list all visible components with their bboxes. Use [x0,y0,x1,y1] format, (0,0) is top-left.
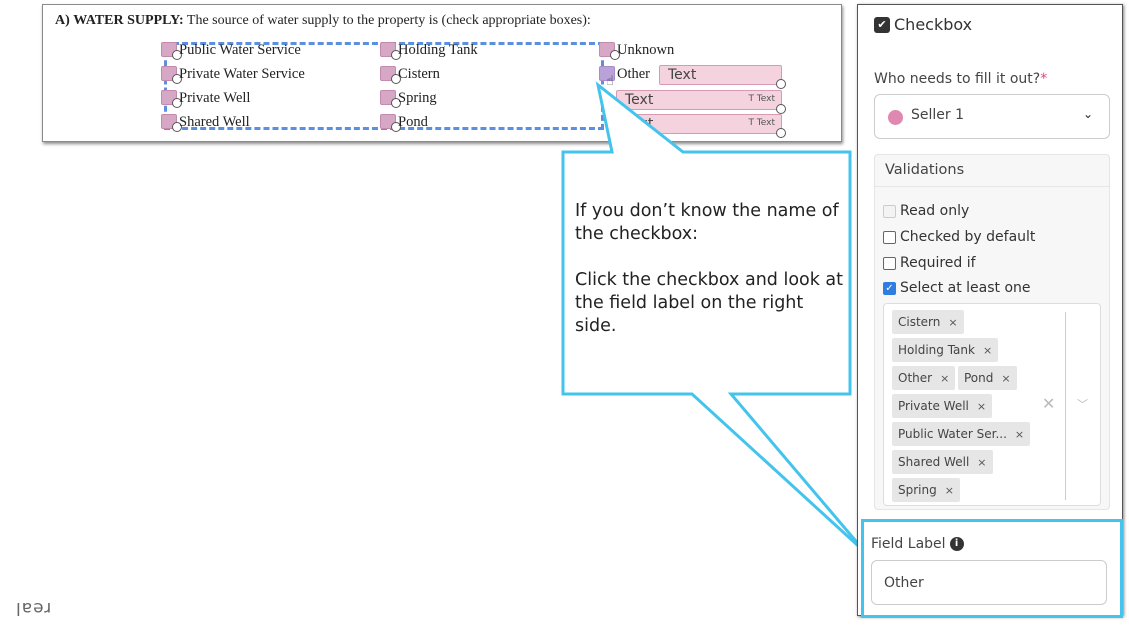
text-type-label: T Text [748,94,775,104]
tag-holding-tank: Holding Tank × [892,338,999,362]
info-icon[interactable]: i [949,537,964,551]
section-label: A) [55,13,70,28]
read-only-option[interactable]: Read only [883,203,969,219]
checkbox-label: Private Well [179,90,251,106]
required-marker: * [1040,71,1048,87]
group-multiselect[interactable]: Cistern × Holding Tank × Other × Pond × Priv… [883,303,1101,506]
resize-handle[interactable] [776,79,786,89]
tag-pond: Pond × [958,366,1017,390]
tag-label: Holding Tank [898,343,975,357]
field-label-input[interactable] [871,560,1107,605]
tag-spring: Spring × [892,478,960,502]
field-label-heading: Field Label i [871,536,964,552]
option-label: Read only [900,203,970,219]
document-excerpt: A) WATER SUPPLY: The source of water sup… [42,4,842,142]
callout-line-2: Click the checkbox and look at the field… [575,270,844,336]
resize-handle[interactable] [172,74,182,84]
remove-tag-icon[interactable]: × [976,400,987,413]
signer-label: Who needs to fill it out?* [874,71,1047,87]
tag-private-well: Private Well × [892,394,993,418]
resize-handle[interactable] [776,128,786,138]
tag-label: Public Water Ser... [898,427,1007,441]
hand-cursor-icon: ☝ [606,74,614,89]
tag-label: Spring [898,483,937,497]
divider [1065,312,1066,500]
resize-handle[interactable] [172,98,182,108]
callout-text: If you don’t know the name of the checkb… [575,200,845,361]
section-text: The source of water supply to the proper… [186,13,591,28]
remove-tag-icon[interactable]: × [977,456,987,469]
resize-handle[interactable] [776,104,786,114]
tag-shared-well: Shared Well × [892,450,993,474]
validations-section: Validations Read only Checked by default… [874,154,1110,510]
read-only-checkbox[interactable] [883,204,896,218]
remove-tag-icon[interactable]: × [1001,372,1011,385]
validations-heading: Validations [875,155,1109,187]
checkbox-label: Public Water Service [179,42,301,58]
checkbox-label: Pond [398,114,428,130]
field-label-text: Field Label [871,536,946,552]
text-field-value: Text [625,92,654,108]
resize-handle[interactable] [172,50,182,60]
tag-other: Other × [892,366,956,390]
select-at-least-one-option[interactable]: ✓ Select at least one [883,280,1031,296]
checked-by-default-option[interactable]: Checked by default [883,229,1035,245]
checkbox-box-selected[interactable] [599,66,615,81]
text-field-2[interactable]: Text T Text [616,90,782,110]
option-label: Select at least one [900,280,1031,296]
chevron-down-icon[interactable]: ﹀ [1077,398,1088,411]
resize-handle[interactable] [610,50,620,60]
checked-by-default-checkbox[interactable] [883,230,896,244]
resize-handle[interactable] [391,122,401,132]
section-heading: A) WATER SUPPLY: The source of water sup… [55,13,591,29]
tag-label: Cistern [898,315,941,329]
remove-tag-icon[interactable]: × [948,316,958,329]
tag-cistern: Cistern × [892,310,964,334]
option-label: Required if [900,255,976,271]
checkbox-label: Private Water Service [179,66,305,82]
tag-public-water-service: Public Water Ser... × [892,422,1031,446]
signer-name: Seller 1 [911,107,965,123]
resize-handle[interactable] [391,50,401,60]
checkbox-label: Unknown [617,42,675,58]
checkbox-icon: ✔ [874,16,890,33]
chevron-down-icon[interactable]: ⌄ [1082,107,1093,121]
field-settings-panel: ✔ Checkbox Who needs to fill it out?* Se… [857,4,1123,616]
panel-title-text: Checkbox [894,15,973,34]
panel-title: ✔ Checkbox [874,15,972,34]
text-field-other[interactable]: Text [659,65,782,85]
checkbox-label: Shared Well [179,114,250,130]
required-if-option[interactable]: Required if [883,255,976,271]
tag-label: Private Well [898,399,969,413]
clear-all-icon[interactable]: ✕ [1042,394,1056,413]
callout-line-1: If you don’t know the name of the checkb… [575,201,839,244]
tag-label: Other [898,371,933,385]
signer-label-text: Who needs to fill it out? [874,71,1041,87]
signer-select[interactable]: Seller 1 ⌄ [874,94,1110,139]
tag-label: Pond [964,371,994,385]
resize-handle[interactable] [172,122,182,132]
text-field-value: Text [625,116,654,132]
option-label: Checked by default [900,229,1036,245]
checkbox-label: Holding Tank [398,42,478,58]
remove-tag-icon[interactable]: × [944,484,954,497]
text-field-value: Text [668,67,697,83]
select-at-least-one-checkbox[interactable]: ✓ [883,281,896,295]
checkbox-label: Other [617,66,651,82]
remove-tag-icon[interactable]: × [1014,428,1025,441]
text-type-label: T Text [748,118,775,128]
checkbox-label: Spring [398,90,437,106]
signer-color-dot [888,110,903,125]
remove-tag-icon[interactable]: × [982,344,993,357]
brand-logo: real [15,598,52,618]
text-field-3[interactable]: Text T Text [616,114,782,134]
required-if-checkbox[interactable] [883,256,896,270]
section-title: WATER SUPPLY: [73,13,184,28]
field-label-highlight [861,519,1123,618]
tag-label: Shared Well [898,455,970,469]
resize-handle[interactable] [391,74,401,84]
checkbox-label: Cistern [398,66,440,82]
remove-tag-icon[interactable]: × [940,372,950,385]
resize-handle[interactable] [391,98,401,108]
